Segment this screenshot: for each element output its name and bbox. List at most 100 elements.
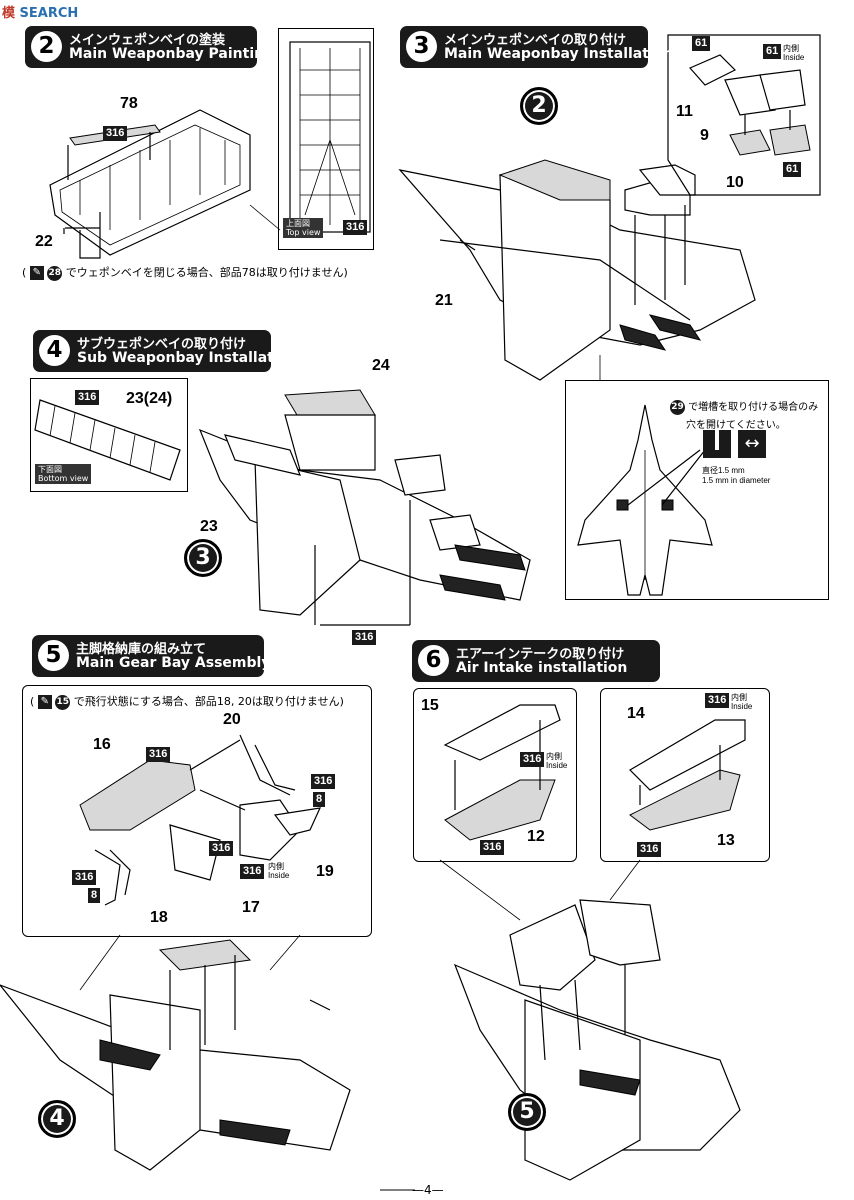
drill-diameter-en: 1.5 mm in diameter	[702, 476, 771, 485]
color-code-badge: 316	[705, 693, 730, 708]
color-code-badge: 316	[240, 864, 265, 879]
inside-label: 内側 Inside	[783, 44, 804, 62]
step-reference-marker: 3	[184, 539, 222, 577]
part-number: 20	[223, 711, 241, 728]
step3-inset-drawing	[667, 34, 821, 196]
part-number: 17	[242, 899, 260, 916]
step-title-en: Main Weaponbay Installation	[444, 46, 674, 62]
color-code-badge: 316	[637, 842, 662, 857]
inside-label: 内側 Inside	[731, 693, 752, 711]
color-code-badge: 316	[343, 220, 368, 235]
part-number: 14	[627, 705, 645, 722]
drill-note-panel	[565, 380, 829, 600]
part-number: 19	[316, 863, 334, 880]
connector-lines	[79, 204, 641, 991]
bottom-view-caption: 下面図 Bottom view	[35, 464, 92, 484]
part-number: 16	[93, 736, 111, 753]
color-code-badge: 316	[352, 630, 377, 645]
part-number: 11	[676, 103, 693, 120]
part-number: 13	[717, 832, 735, 849]
inside-label: 内側 Inside	[546, 752, 567, 770]
part-number: 12	[527, 828, 545, 845]
note-text: で飛行状態にする場合、部品18, 20は取り付けません)	[73, 695, 344, 708]
part-number: 23(24)	[126, 390, 173, 407]
step6-right-panel	[600, 688, 770, 862]
step-reference-marker: 5	[508, 1093, 546, 1131]
step6-fuselage-drawing	[453, 899, 741, 1181]
bottom-view-panel	[30, 378, 188, 492]
drill-text2: 穴を開けてください。	[686, 420, 786, 431]
step-number: 2	[31, 31, 62, 62]
step-ref-icon: 15	[55, 694, 71, 710]
color-code-badge: 316	[311, 774, 336, 789]
step-reference-marker: 2	[520, 87, 558, 125]
inside-en: Inside	[731, 702, 753, 711]
part-number: 10	[726, 174, 744, 191]
step2-topview-drawing	[289, 41, 371, 233]
part-number: 21	[435, 292, 453, 309]
paint-brush-icon: ✎	[29, 266, 44, 280]
inside-en: Inside	[783, 53, 805, 62]
watermark-text: SEARCH	[19, 6, 79, 21]
step6-parts-drawing	[443, 704, 746, 841]
inside-label: 内側 Inside	[268, 862, 289, 880]
part-number: 23	[200, 518, 218, 535]
part-number-badge: 8	[88, 888, 101, 903]
part-number-badge: 8	[313, 792, 326, 807]
note-paren: (	[22, 266, 27, 279]
step-title-jp: 主脚格納庫の組み立て	[76, 642, 207, 657]
step-header-2: 2 メインウェポンベイの塗装 Main Weaponbay Painting	[25, 26, 274, 68]
part-number: 22	[35, 233, 53, 250]
color-code-badge: 316	[146, 747, 171, 762]
color-code-badge: 316	[72, 870, 97, 885]
inside-jp: 内側	[268, 862, 284, 871]
part-number: 15	[421, 697, 439, 714]
step-title-jp: メインウェポンベイの取り付け	[444, 33, 627, 48]
color-code-badge: 316	[520, 752, 545, 767]
step-header-5: 5 主脚格納庫の組み立て Main Gear Bay Assembly	[32, 635, 270, 677]
step-title-jp: サブウェポンベイの取り付け	[77, 337, 247, 352]
drill-plane-drawing	[577, 404, 713, 596]
step-title-en: Sub Weaponbay Installation	[77, 350, 299, 366]
step-number: 4	[39, 335, 70, 366]
page-number: —4—	[412, 1183, 444, 1197]
note-paren: (	[30, 695, 35, 708]
inside-jp: 内側	[546, 752, 562, 761]
inside-en: Inside	[546, 761, 568, 770]
color-code-badge: 61	[692, 36, 711, 51]
step-ref-icon: 29	[670, 399, 685, 415]
step-number: 5	[38, 640, 69, 671]
step2-weaponbay-drawing	[49, 109, 251, 259]
step-title-jp: メインウェポンベイの塗装	[69, 33, 226, 48]
color-code-badge: 316	[75, 390, 100, 405]
part-number: 24	[372, 357, 390, 374]
color-code-badge: 61	[763, 44, 782, 59]
paint-brush-icon: ✎	[37, 695, 52, 709]
color-code-badge: 61	[783, 162, 802, 177]
step-number: 6	[418, 645, 449, 676]
note-text: でウェポンベイを閉じる場合、部品78は取り付けません)	[65, 266, 348, 279]
step2-note: ( ✎ 28 でウェポンベイを閉じる場合、部品78は取り付けません)	[22, 264, 348, 281]
step5-parts-drawing	[79, 734, 322, 906]
step4-bottomview-drawing	[34, 399, 181, 481]
drill-diameter-jp: 直径1.5 mm	[702, 466, 745, 475]
step5-fuselage-drawing	[0, 939, 351, 1171]
caption-jp: 下面図	[38, 465, 62, 474]
drill-text1: で増槽を取り付ける場合のみ	[688, 402, 819, 413]
step-title-en: Main Gear Bay Assembly	[76, 655, 271, 671]
step-ref-icon: 28	[47, 265, 63, 281]
step5-parts-panel	[22, 685, 372, 937]
caption-en: Bottom view	[38, 474, 89, 483]
part-number: 18	[150, 909, 168, 926]
watermark-logo: 模 SEARCH	[2, 2, 78, 21]
inside-en: Inside	[268, 871, 290, 880]
step3-fuselage-drawing	[398, 159, 756, 381]
top-view-panel	[278, 28, 374, 250]
inside-jp: 内側	[783, 44, 799, 53]
color-code-badge: 316	[209, 841, 234, 856]
drill-width-icon: ↔	[738, 430, 766, 458]
step5-note: ( ✎ 15 で飛行状態にする場合、部品18, 20は取り付けません)	[30, 693, 344, 710]
step-header-4: 4 サブウェポンベイの取り付け Sub Weaponbay Installati…	[33, 330, 298, 372]
drill-hole-icon	[703, 430, 731, 458]
step-title-jp: エアーインテークの取り付け	[456, 647, 625, 662]
